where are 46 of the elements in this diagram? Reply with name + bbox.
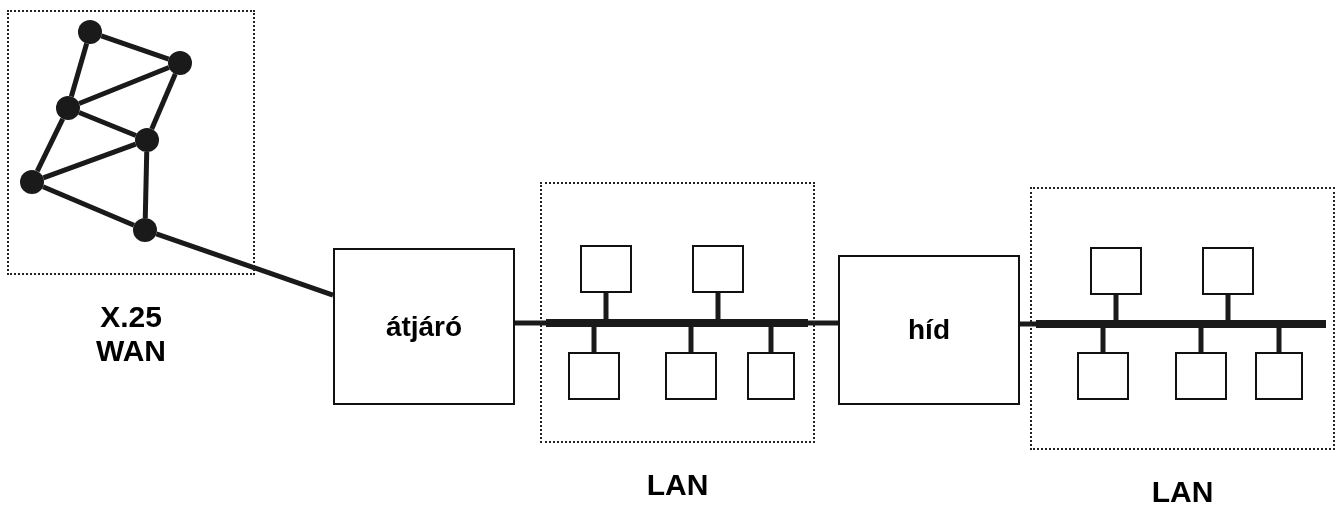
network-link — [78, 65, 170, 106]
group-label: LAN — [1151, 475, 1214, 508]
workstation-box — [747, 352, 795, 400]
workstation-box — [1175, 352, 1227, 400]
network-link — [35, 117, 65, 173]
workstation-box — [580, 245, 632, 293]
network-node-dot — [78, 20, 102, 44]
network-link — [1225, 295, 1231, 320]
network-link — [591, 327, 597, 352]
network-link — [1113, 295, 1119, 320]
network-link — [100, 33, 170, 62]
group-label: LAN — [646, 468, 709, 501]
network-node-dot — [168, 51, 192, 75]
workstation-box — [1255, 352, 1303, 400]
group-label: X.25 WAN — [96, 300, 166, 367]
workstation-box — [1202, 247, 1254, 295]
workstation-box — [1077, 352, 1129, 400]
workstation-box — [568, 352, 620, 400]
network-node-dot — [135, 128, 159, 152]
network-link — [688, 327, 694, 352]
network-link — [149, 73, 178, 130]
network-node-dot — [56, 96, 80, 120]
workstation-box — [692, 245, 744, 293]
network-link — [78, 110, 137, 138]
network-link — [1020, 321, 1036, 327]
network-link — [142, 151, 150, 219]
network-link — [1198, 328, 1204, 352]
network-node-dot — [133, 218, 157, 242]
network-link — [155, 231, 334, 298]
network-link — [42, 184, 135, 228]
network-link — [1276, 328, 1282, 352]
network-node-dot — [20, 170, 44, 194]
network-link — [603, 293, 609, 319]
device-label: híd — [908, 314, 950, 346]
network-link — [808, 320, 838, 326]
network-link — [68, 42, 90, 98]
network-link — [42, 141, 137, 181]
network-link — [515, 320, 546, 326]
network-link — [768, 327, 774, 352]
network-link — [1100, 328, 1106, 352]
device-box — [333, 248, 515, 405]
network-link — [715, 293, 721, 319]
workstation-box — [665, 352, 717, 400]
device-label: átjáró — [385, 310, 463, 343]
device-box — [838, 255, 1020, 405]
workstation-box — [1090, 247, 1142, 295]
